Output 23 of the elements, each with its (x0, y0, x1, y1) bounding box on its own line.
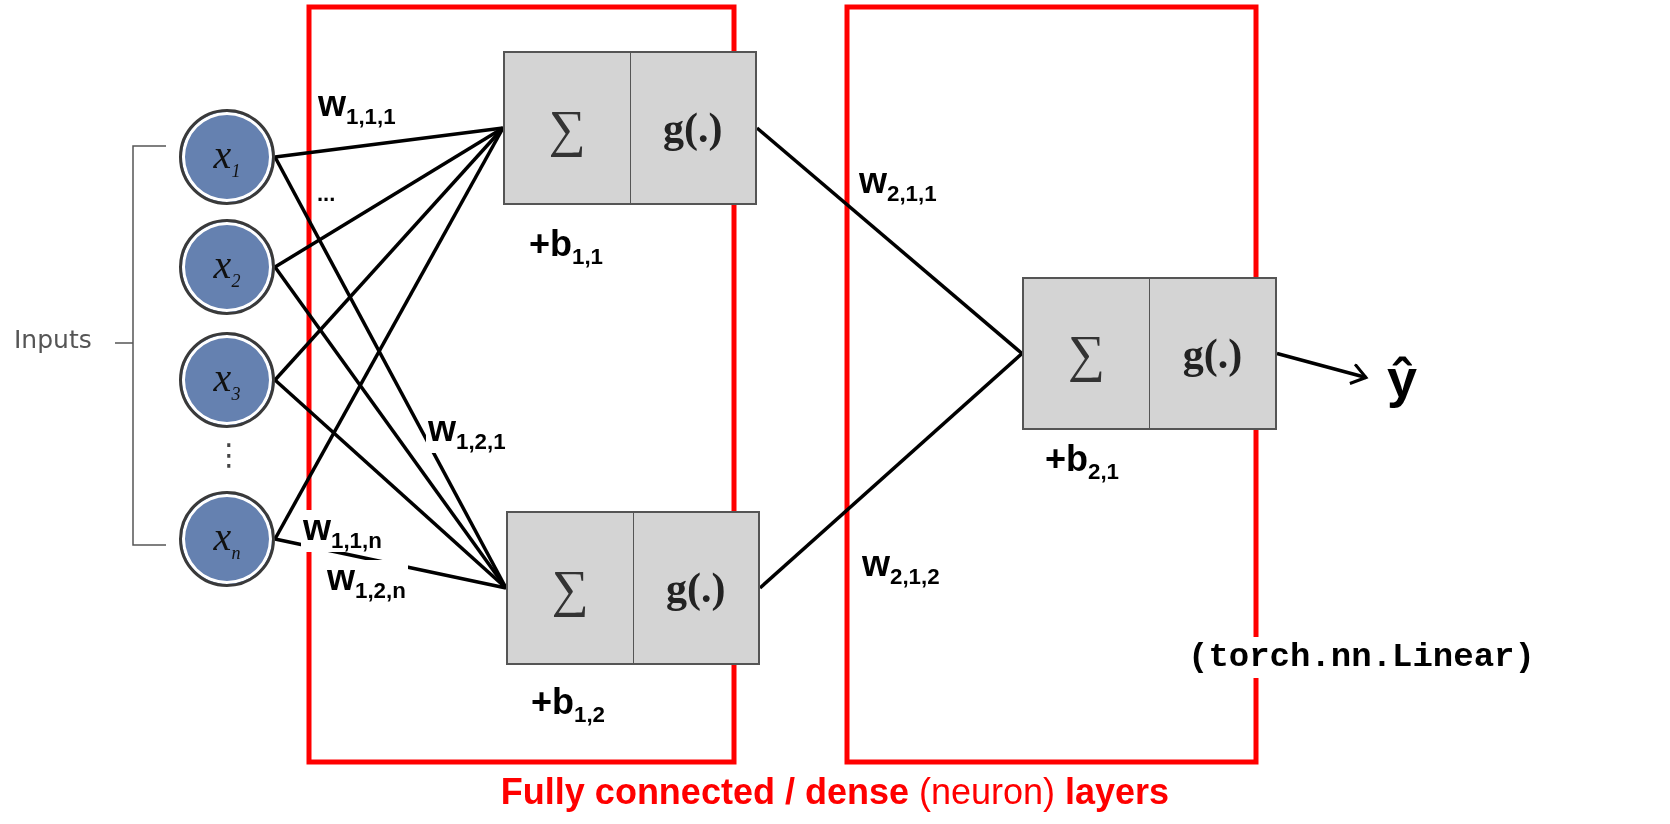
input-variable-label: x$_{2}$ (213, 244, 241, 290)
weight-label: w$_{1,1,n}$ (301, 510, 384, 553)
connection-line (274, 126, 504, 269)
output-label: ŷ (1372, 335, 1432, 420)
input-variable-label: x$_{3}$ (213, 357, 241, 403)
neuron-box (506, 511, 760, 665)
ellipsis-label: ... (317, 183, 336, 205)
inputs-label: Inputs (14, 325, 92, 354)
activation-function-label: g(.) (662, 104, 724, 153)
bias-label: +b$_{2,1}$ (1044, 441, 1121, 484)
weight-label: w$_{1,2,n}$ (325, 560, 408, 603)
diagram-caption: Fully connected / dense (neuron) layers (500, 772, 1170, 812)
connection-line (274, 126, 504, 159)
bias-label: +b$_{1,1}$ (528, 226, 605, 269)
neuron-box (503, 51, 757, 205)
input-variable-label: x$_{n}$ (213, 516, 241, 562)
vertical-ellipsis: ⋮ (214, 440, 244, 470)
activation-function-label: g(.) (1181, 329, 1244, 379)
activation-function-label: g(.) (665, 564, 727, 613)
input-variable-label: x$_{1}$ (213, 134, 241, 180)
arrow (1276, 351, 1368, 385)
neuron-box (1022, 277, 1277, 430)
bias-label: +b$_{1,2}$ (530, 684, 607, 727)
